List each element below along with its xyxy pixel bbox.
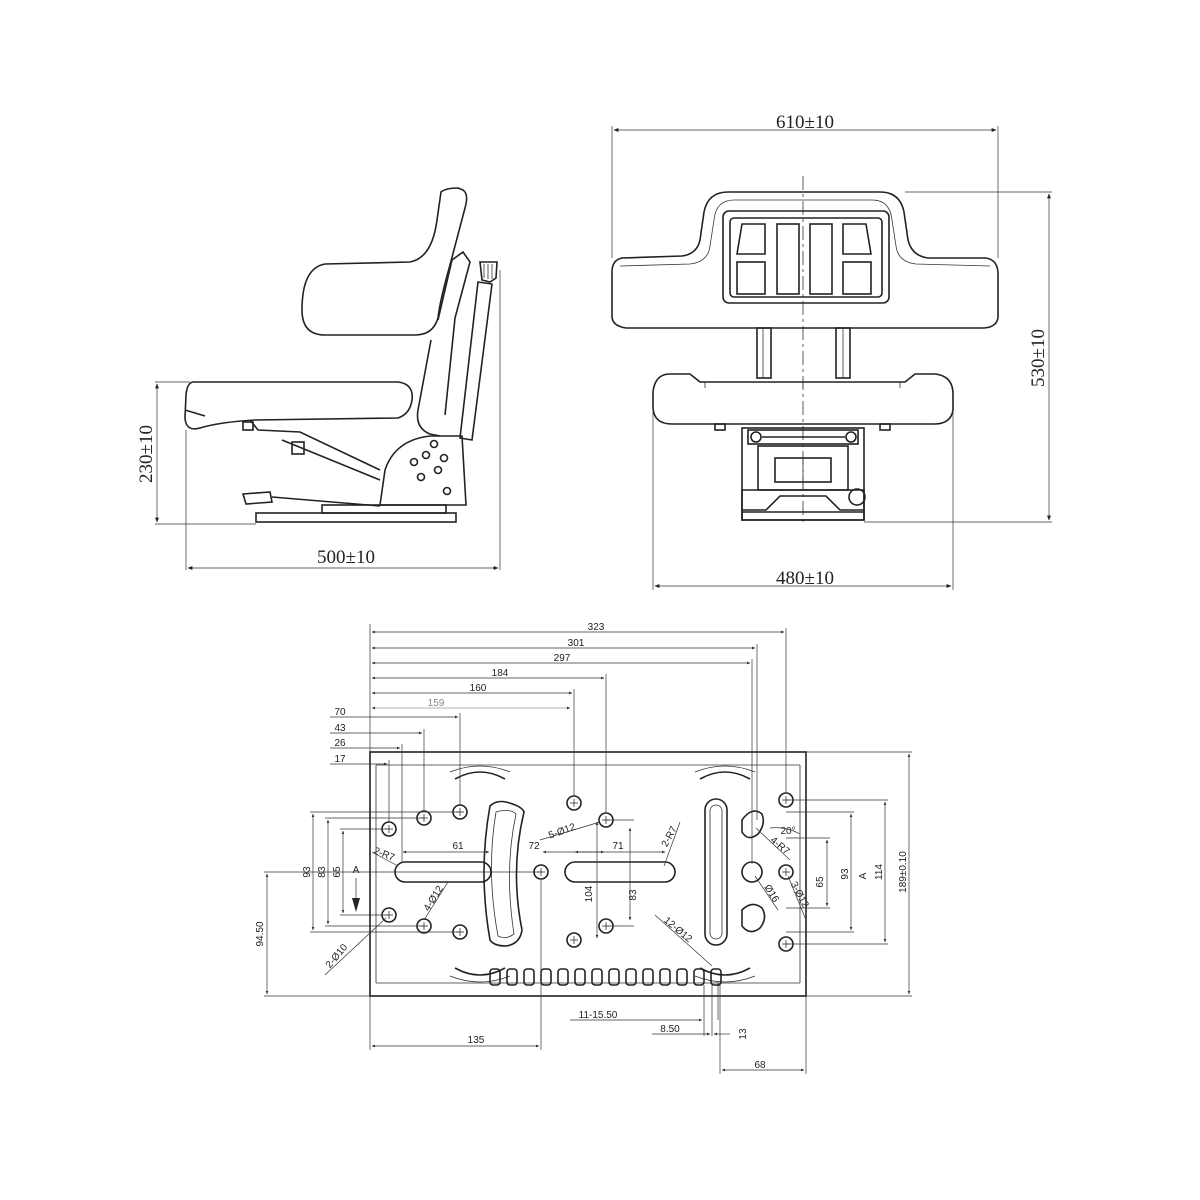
dim-189: 189±0.10 [898, 851, 909, 893]
base-plate-outline [369, 751, 807, 997]
seat-height-label: 230±10 [136, 425, 157, 483]
curved-slot [483, 800, 525, 947]
backrest-width-label: 610±10 [776, 112, 834, 133]
backrest-outline [301, 187, 468, 336]
dim-83-center: 83 [628, 889, 639, 901]
dim-68: 68 [754, 1060, 766, 1071]
dim-159: 159 [428, 698, 445, 709]
callout-2-r7-center: 2-R7 [660, 824, 680, 849]
dim-323: 323 [588, 622, 605, 633]
dim-94-50: 94.50 [255, 921, 266, 946]
adjust-knob-top [479, 261, 498, 283]
callout-d16: Ø16 [761, 883, 781, 905]
dim-135: 135 [468, 1035, 485, 1046]
rear-bracket [379, 435, 467, 506]
seat-depth-label: 500±10 [317, 547, 375, 568]
vertical-slot [704, 798, 728, 946]
scissor-block [291, 441, 305, 455]
front-view: 610±10 530±10 480±10 [611, 112, 1052, 590]
seat-cushion [184, 381, 414, 430]
adjustment-hole-row [489, 968, 722, 986]
seat-edge [184, 409, 206, 417]
dim-17: 17 [334, 754, 346, 765]
seat-width-label: 480±10 [776, 568, 834, 589]
base-plate-view: 323 301 297 184 160 159 70 43 26 1 [255, 622, 912, 1074]
dim-71: 71 [612, 841, 624, 852]
dim-72: 72 [528, 841, 540, 852]
callout-5-d12: 5-Ø12 [547, 822, 577, 842]
scissor-lower [281, 439, 381, 481]
dim-61: 61 [452, 841, 464, 852]
lumbar-panel [722, 210, 890, 304]
dim-114: 114 [874, 864, 885, 880]
dim-297: 297 [554, 653, 571, 664]
slide-rail-upper [321, 504, 447, 514]
slide-lever-handle [241, 491, 273, 505]
angled-slot-upper [741, 810, 765, 839]
overall-height-label: 530±10 [1028, 329, 1049, 387]
suspension-bar [747, 429, 859, 445]
front-seat-cushion [652, 373, 954, 425]
callout-2-r7-left: 2-R7 [372, 846, 397, 864]
dim-160: 160 [470, 683, 487, 694]
hole-d16 [741, 861, 763, 883]
callout-12-d12: 12-Ø12 [661, 915, 694, 945]
dim-104: 104 [584, 885, 595, 902]
dim-93-right: 93 [840, 868, 851, 880]
dim-8-50: 8.50 [660, 1024, 680, 1035]
backrest-frame [437, 250, 471, 416]
slide-rail-base [255, 512, 457, 523]
horizontal-slot-center [564, 861, 676, 883]
dim-184: 184 [492, 668, 509, 679]
dim-70: 70 [334, 707, 346, 718]
dim-301: 301 [568, 638, 585, 649]
scissor-upper [249, 419, 381, 471]
dim-43: 43 [334, 723, 346, 734]
callout-3-d12: 3-Ø12 [788, 880, 811, 910]
dim-20-degrees: 20° [780, 826, 795, 837]
dim-13: 13 [738, 1028, 749, 1040]
upright-left [756, 327, 772, 379]
seat-bracket [242, 421, 254, 431]
dim-65-right: 65 [815, 876, 826, 888]
dim-11-15-50: 11-15.50 [579, 1010, 618, 1021]
front-backrest [611, 191, 999, 329]
damper-rod [459, 281, 493, 441]
section-a-left: A [353, 865, 360, 876]
callout-4-d12: 4-Ø12 [422, 884, 446, 914]
dim-26: 26 [334, 738, 346, 749]
angled-slot-lower [741, 903, 766, 933]
section-a-right: A [858, 872, 869, 879]
side-view: 230±10 500±10 [136, 187, 501, 570]
adjust-knob [848, 488, 866, 506]
front-backrest-inner [619, 199, 991, 267]
callout-2-d10: 2-Ø10 [324, 942, 351, 971]
backrest-lower [416, 339, 441, 437]
